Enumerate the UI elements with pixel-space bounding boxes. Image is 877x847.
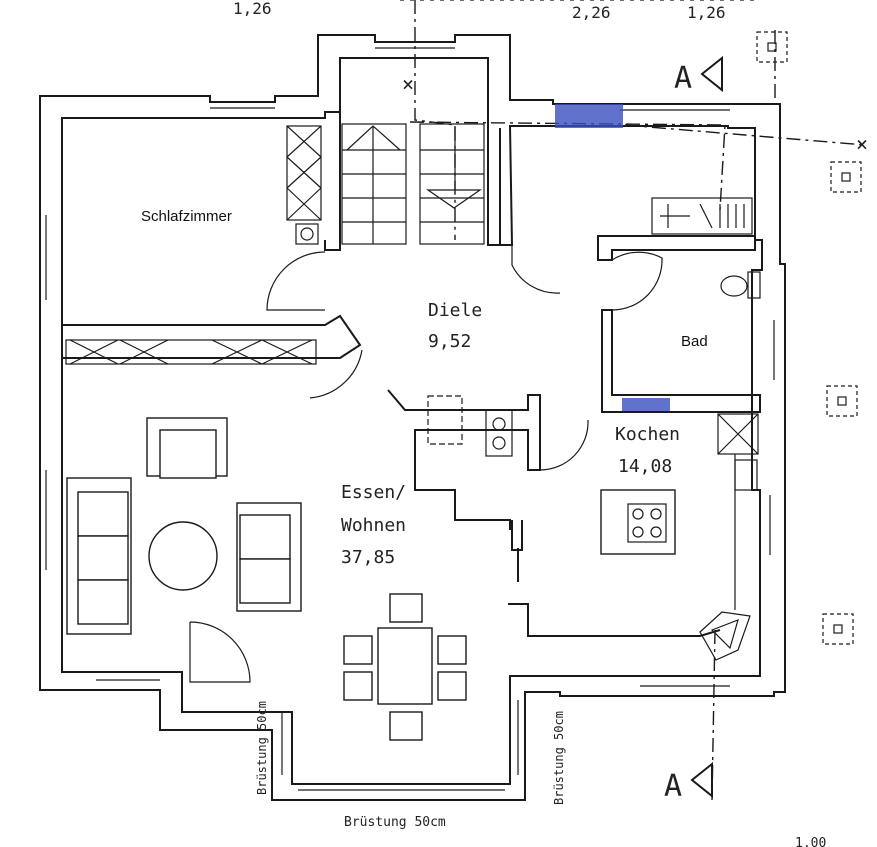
- staircase: [341, 123, 485, 245]
- annotation-bruestung-left: Brüstung 50cm: [255, 701, 269, 795]
- wardrobe: [286, 125, 322, 245]
- dimension-label-mid: 2,26: [572, 3, 611, 22]
- dimension-label-bottom-right: 1,00: [795, 836, 826, 847]
- exterior-walls: [39, 34, 786, 801]
- section-axis-horizontal: [409, 121, 726, 211]
- column-marker: [826, 385, 858, 417]
- section-mark-top: A: [674, 61, 692, 96]
- room-label-schlafzimmer: Schlafzimmer: [141, 208, 232, 225]
- section-axis-right: [624, 124, 866, 146]
- doors: [189, 245, 663, 683]
- bathroom-fixtures: [651, 197, 761, 299]
- cross-mark-icon: ×: [402, 72, 414, 96]
- room-label-bad: Bad: [681, 333, 708, 350]
- annotation-bruestung-right: Brüstung 50cm: [552, 711, 566, 805]
- window-highlight: [555, 104, 623, 128]
- annotation-bruestung-bottom: Brüstung 50cm: [344, 815, 446, 830]
- window-highlight: [622, 398, 670, 412]
- room-label-kochen: Kochen: [615, 424, 680, 445]
- dimension-label-right: 1,26: [687, 3, 726, 22]
- living-furniture: [66, 417, 467, 741]
- dimension-label-left: 1,26: [233, 0, 272, 18]
- section-arrow-icon: [700, 55, 723, 93]
- cross-mark-icon: ×: [856, 132, 868, 156]
- interior-walls: [61, 112, 761, 637]
- section-mark-bottom: A: [664, 769, 682, 804]
- room-area-diele: 9,52: [428, 331, 471, 352]
- column-marker: [822, 613, 854, 645]
- room-label-essen: Essen/: [341, 482, 406, 503]
- room-label-wohnen: Wohnen: [341, 515, 406, 536]
- kitchen-fixtures: [427, 395, 759, 661]
- room-label-diele: Diele: [428, 300, 482, 321]
- room-area-wohnen: 37,85: [341, 547, 395, 568]
- column-marker: [830, 161, 862, 193]
- living-room-cabinets: [65, 339, 317, 365]
- column-marker: [756, 31, 788, 63]
- room-area-kochen: 14,08: [618, 456, 672, 477]
- section-arrow-icon: [690, 761, 713, 799]
